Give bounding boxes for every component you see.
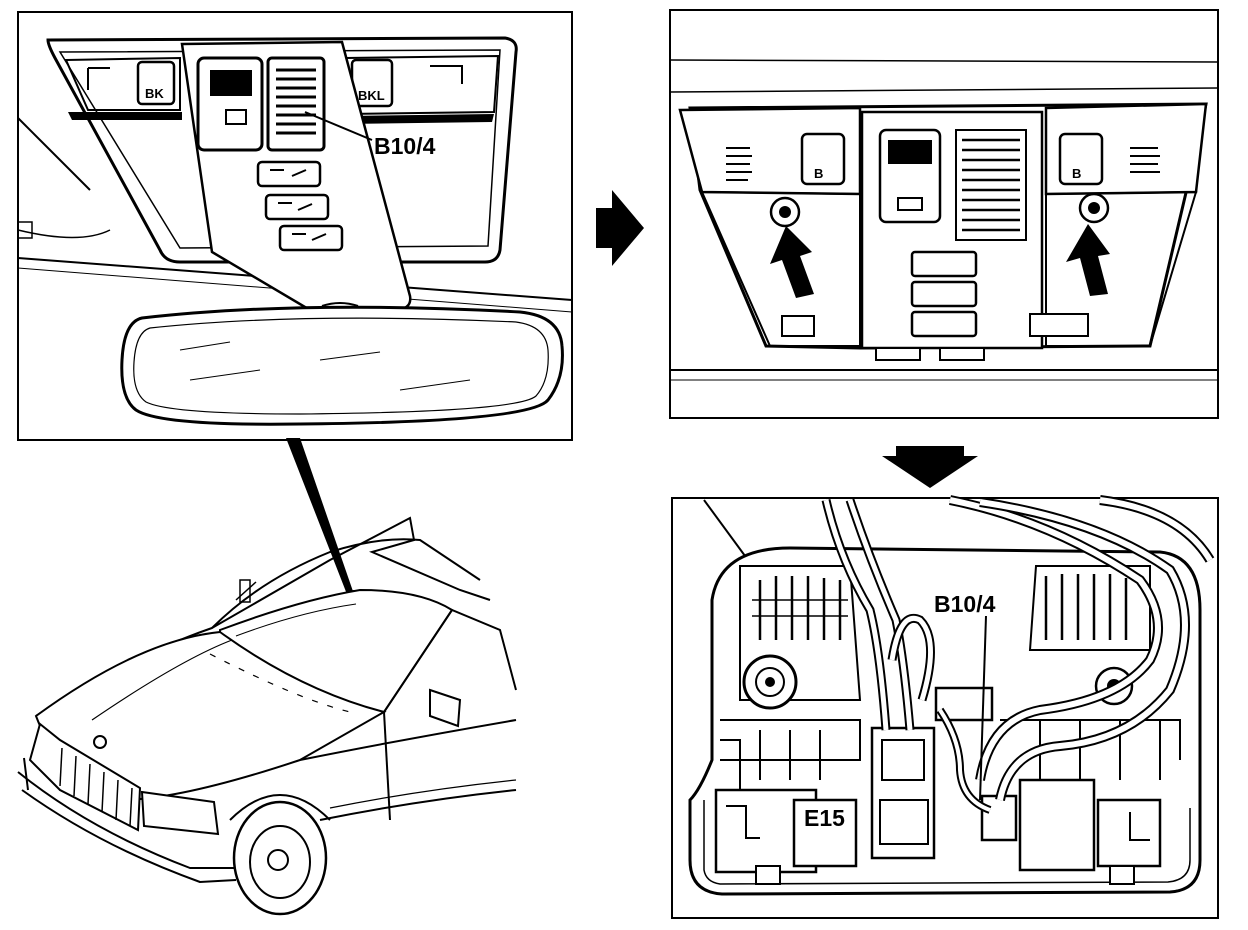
panel-car-location — [17, 438, 517, 916]
right-lamp-switch-mark: BKL — [358, 88, 385, 103]
sensor-label-top: B10/4 — [374, 133, 436, 159]
panel-console-lenses-removed: B B — [669, 9, 1219, 419]
right-lamp-socket-mark: B — [1072, 166, 1081, 181]
lamp-label-e15: E15 — [804, 805, 845, 831]
flow-arrow-down — [882, 446, 978, 488]
sensor-label-bottom: B10/4 — [934, 591, 996, 617]
panel-overhead-console-closeup: BK BKL B10/4 — [17, 11, 573, 441]
panel-console-underside: E15 B10/ — [671, 495, 1219, 919]
flow-arrow-right — [596, 190, 644, 266]
left-lamp-socket-mark: B — [814, 166, 823, 181]
left-lamp-switch-mark: BK — [145, 86, 164, 101]
